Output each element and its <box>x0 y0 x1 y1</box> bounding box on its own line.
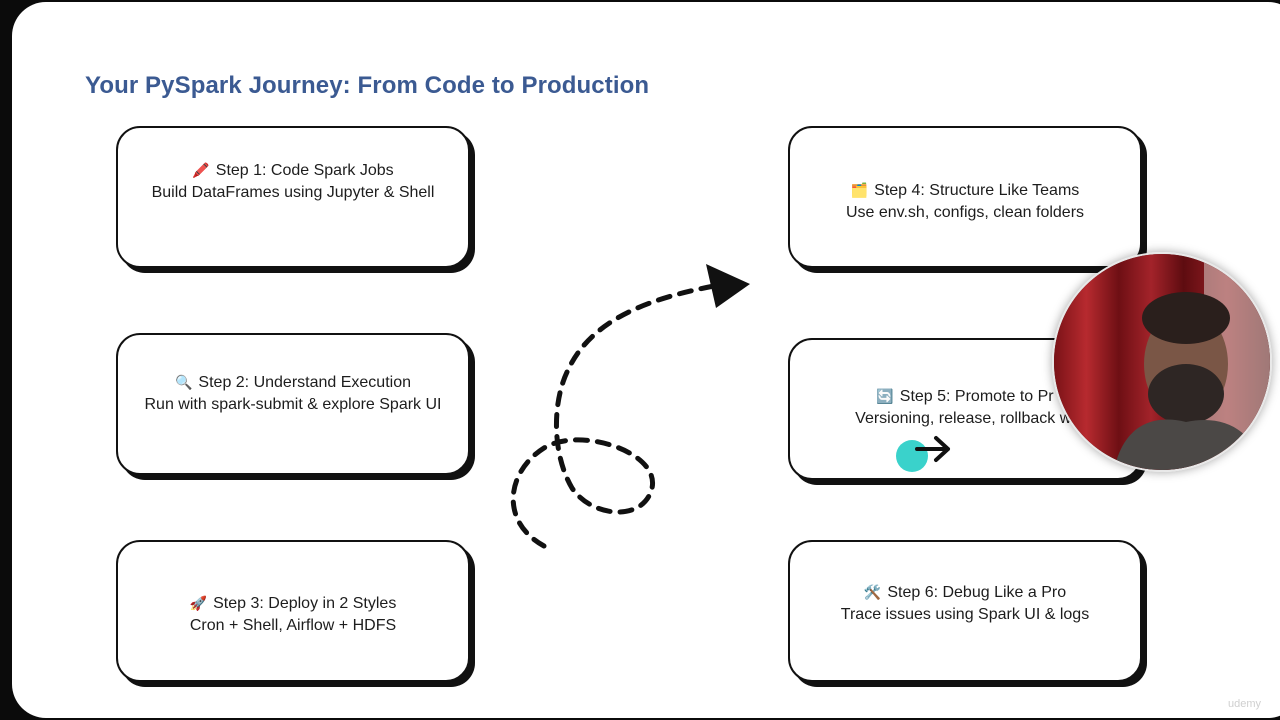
tools-icon: 🛠️ <box>863 585 882 601</box>
step-title: Step 2: Understand Execution <box>198 374 411 391</box>
step-description: Run with spark-submit & explore Spark UI <box>144 396 442 413</box>
step-title: Step 1: Code Spark Jobs <box>215 162 394 179</box>
step-title: Step 5: Promote to Pr <box>899 388 1054 405</box>
cursor-highlight <box>896 440 928 472</box>
arrow-cursor-icon <box>915 436 950 462</box>
step-card-2: 🔍 Step 2: Understand Execution Run with s… <box>116 333 470 475</box>
magnifier-icon: 🔍 <box>174 375 193 391</box>
slide-title: Your PySpark Journey: From Code to Produ… <box>85 72 650 99</box>
rocket-icon: 🚀 <box>189 596 208 612</box>
step-title: Step 4: Structure Like Teams <box>874 182 1080 199</box>
presenter-webcam <box>1052 252 1272 472</box>
folder-icon: 🗂️ <box>850 183 869 199</box>
step-description: Build DataFrames using Jupyter & Shell <box>151 184 435 201</box>
step-description: Use env.sh, configs, clean folders <box>845 204 1085 221</box>
step-card-3: 🚀 Step 3: Deploy in 2 Styles Cron + Shell… <box>116 540 470 682</box>
step-title: Step 6: Debug Like a Pro <box>887 584 1067 601</box>
step-description: Versioning, release, rollback wi <box>855 410 1075 427</box>
step-description: Trace issues using Spark UI & logs <box>840 606 1090 623</box>
step-card-4: 🗂️ Step 4: Structure Like Teams Use env.s… <box>788 126 1142 268</box>
step-title: Step 3: Deploy in 2 Styles <box>213 595 397 612</box>
step-card-1: 🖍️ Step 1: Code Spark Jobs Build DataFram… <box>116 126 470 268</box>
step-card-6: 🛠️ Step 6: Debug Like a Pro Trace issues … <box>788 540 1142 682</box>
refresh-icon: 🔄 <box>876 389 894 405</box>
dashed-loop-arrow-icon <box>510 264 750 549</box>
udemy-watermark: udemy <box>1228 698 1262 710</box>
crayon-icon: 🖍️ <box>192 163 210 179</box>
step-description: Cron + Shell, Airflow + HDFS <box>189 617 397 634</box>
